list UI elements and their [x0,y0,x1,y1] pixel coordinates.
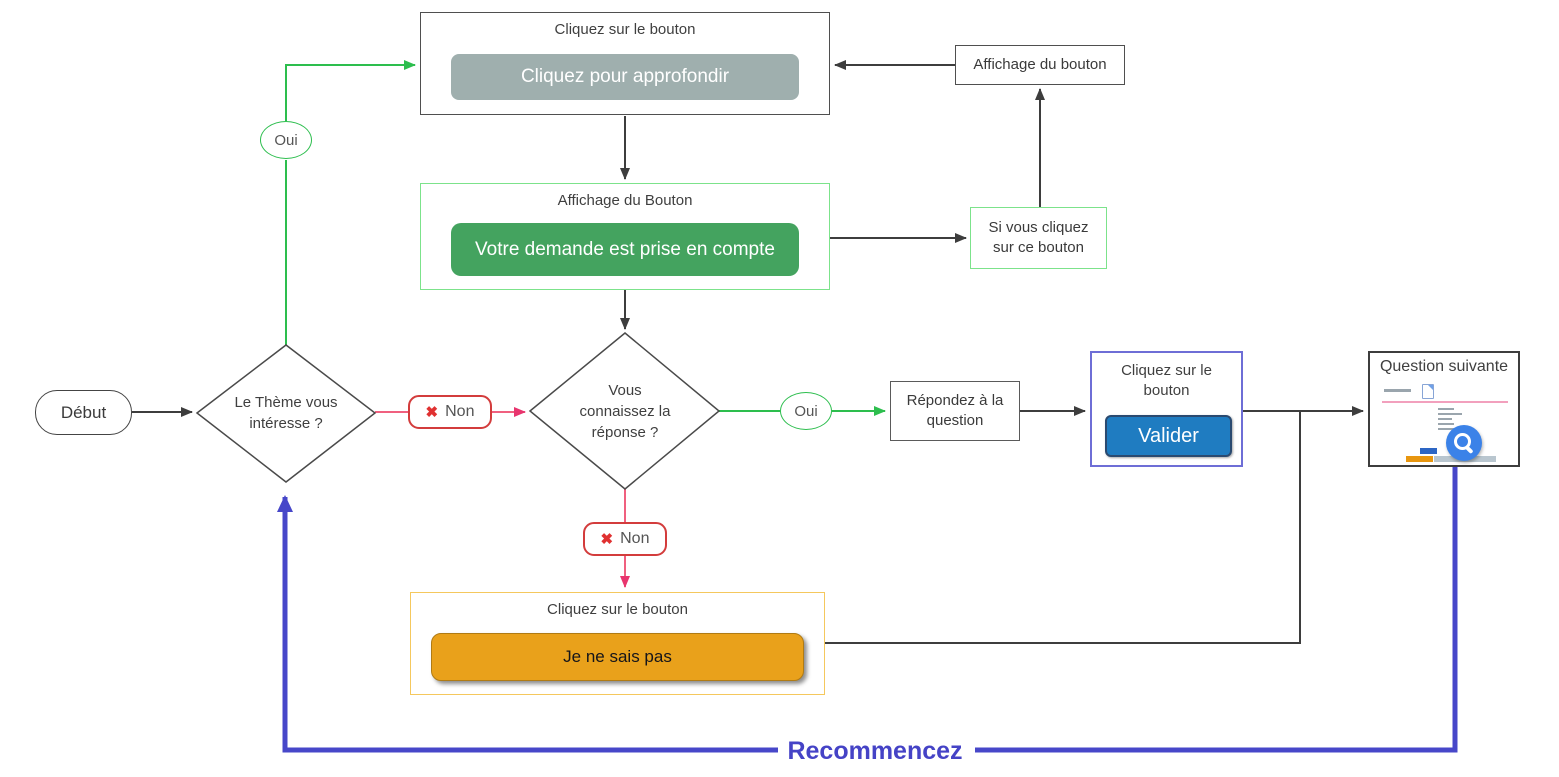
decision-answer-label: Vous connaissez la réponse ? [579,381,671,441]
restart-label: Recommencez [787,737,963,765]
decision-theme-label: Le Thème vous intéresse ? [234,394,338,432]
oui-oval-theme: Oui [260,121,312,159]
decision-answer-shape [528,332,721,490]
oui-label: Oui [794,402,818,420]
mini-option [1438,413,1462,415]
repondez-box: Répondez à la question [890,381,1020,441]
arrow-oui-to-topbox [285,60,416,121]
mini-option [1438,423,1454,425]
idk-box: Cliquez sur le bouton Je ne sais pas [410,592,825,695]
mini-question-text [1384,389,1411,392]
loop-question-to-restart [975,467,1458,753]
demande-box-title: Affichage du Bouton [557,192,693,209]
mini-orange-bar [1406,456,1433,462]
oui-oval-answer: Oui [780,392,832,430]
mini-document-icon [1422,384,1434,399]
mini-option [1438,408,1454,410]
approfondir-box-title: Cliquez sur le bouton [554,21,696,38]
magnifier-ring [1454,433,1471,450]
non-badge-answer: ✖ Non [583,522,667,556]
question-suivante-box: Question suivante [1368,351,1520,467]
x-icon: ✖ [600,530,614,548]
valider-button[interactable]: Valider [1105,415,1232,457]
mini-option [1438,428,1457,430]
demande-button[interactable]: Votre demande est prise en compte [451,223,799,276]
start-label: Début [60,402,107,422]
affichage-bouton-box: Affichage du bouton [955,45,1125,85]
magnifier-handle [1464,444,1474,455]
sivous-box: Si vous cliquez sur ce bouton [970,207,1107,269]
non-label: Non [445,403,475,420]
non-label: Non [620,530,650,547]
approfondir-button[interactable]: Cliquez pour approfondir [451,54,799,100]
x-icon: ✖ [425,403,439,421]
idk-button[interactable]: Je ne sais pas [431,633,804,681]
mini-blue-button [1420,448,1437,454]
non-badge-theme: ✖ Non [408,395,492,429]
mini-option [1438,418,1452,420]
mini-screenshot [1370,353,1522,469]
decision-theme-shape [195,344,377,483]
oui-label: Oui [274,131,298,149]
loop-restart-to-theme [277,495,778,753]
start-node: Début [35,390,132,435]
demande-box: Affichage du Bouton Votre demande est pr… [420,183,830,290]
question-suivante-title: Question suivante [1379,358,1509,375]
magnifier-icon [1446,425,1482,461]
idk-box-title: Cliquez sur le bouton [547,601,688,618]
line-idk-to-question [825,412,1301,644]
valider-box-title: Cliquez sur le bouton [1121,362,1212,399]
approfondir-box: Cliquez sur le bouton Cliquez pour appro… [420,12,830,115]
valider-box: Cliquez sur le bouton Valider [1090,351,1243,467]
mini-divider [1382,401,1508,403]
